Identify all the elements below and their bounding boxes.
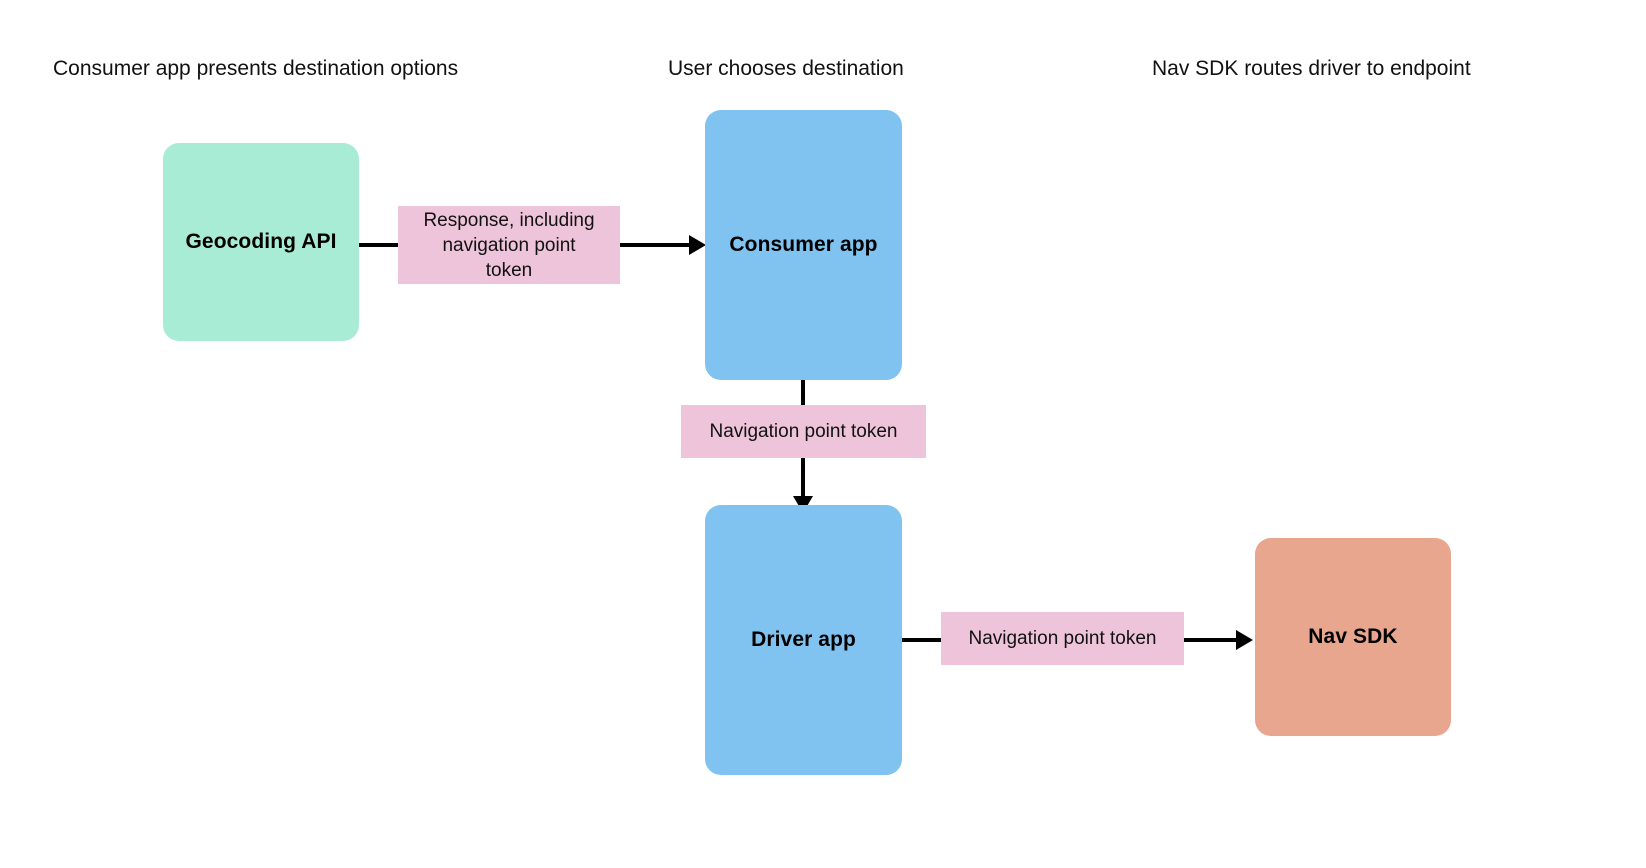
connector-driver-to-navsdk-left-segment: [902, 638, 942, 642]
node-driver-app-label: Driver app: [751, 628, 856, 651]
edge-label-navigation-point-token-horizontal-text: Navigation point token: [968, 628, 1157, 649]
connector-consumer-to-driver-bottom-segment: [801, 458, 805, 498]
connector-geocoding-to-consumer-right-segment: [619, 243, 691, 247]
arrowhead-right-icon-driver-to-navsdk: [1236, 630, 1253, 650]
connector-driver-to-navsdk-right-segment: [1183, 638, 1238, 642]
node-geocoding-api-label: Geocoding API: [185, 230, 337, 253]
node-nav-sdk-label: Nav SDK: [1308, 625, 1398, 648]
edge-label-response-navigation-point-token: Response, including navigation point tok…: [398, 206, 620, 284]
edge-label-navigation-point-token-vertical-text: Navigation point token: [709, 421, 898, 442]
edge-label-response-text: Response, including navigation point tok…: [423, 209, 595, 281]
connector-consumer-to-driver-top-segment: [801, 380, 805, 408]
node-driver-app[interactable]: Driver app: [705, 505, 902, 775]
edge-label-navigation-point-token-horizontal: Navigation point token: [941, 612, 1184, 665]
column-header-nav-sdk-routes: Nav SDK routes driver to endpoint: [1152, 57, 1471, 80]
connector-geocoding-to-consumer-left-segment: [359, 243, 405, 247]
node-geocoding-api[interactable]: Geocoding API: [163, 143, 359, 341]
arrowhead-right-icon-geocoding-to-consumer: [689, 235, 706, 255]
edge-label-navigation-point-token-vertical: Navigation point token: [681, 405, 926, 458]
node-consumer-app[interactable]: Consumer app: [705, 110, 902, 380]
node-consumer-app-label: Consumer app: [729, 233, 878, 256]
node-nav-sdk[interactable]: Nav SDK: [1255, 538, 1451, 736]
column-header-consumer-app: Consumer app presents destination option…: [53, 57, 459, 80]
column-header-user-chooses: User chooses destination: [668, 57, 904, 80]
